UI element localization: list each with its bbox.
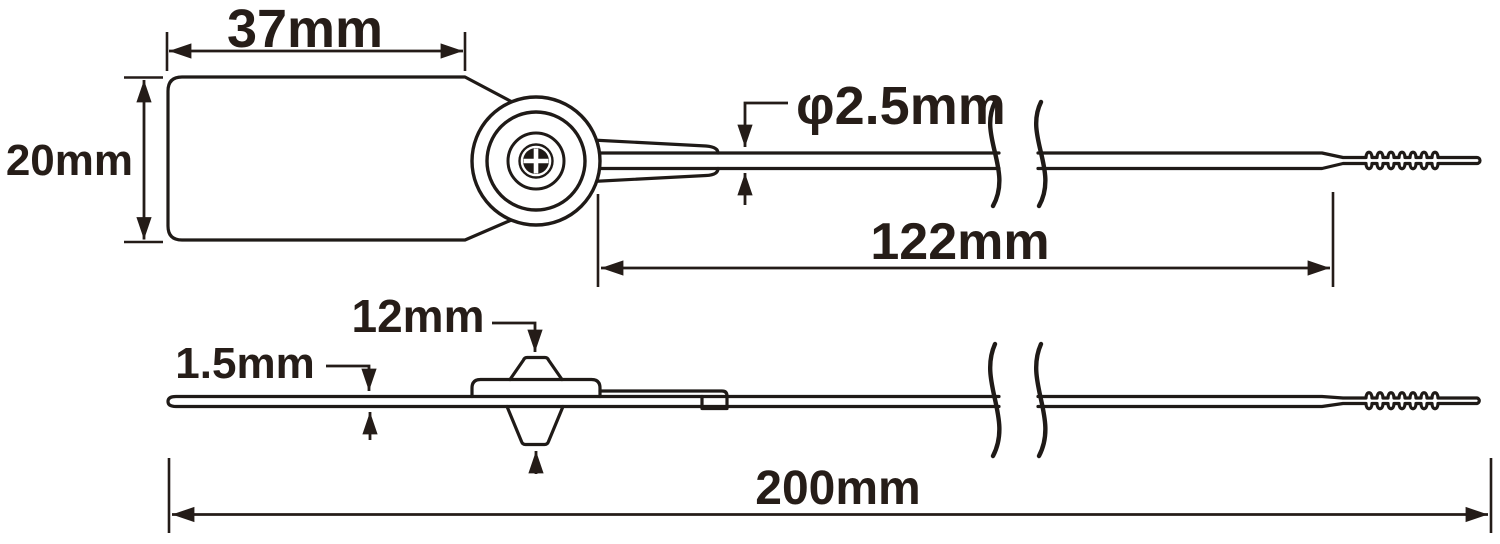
profile-strap-serrated-tip (1036, 391, 1481, 411)
insert-length-text: 122mm (870, 213, 1049, 271)
lock-head-inner-circle (506, 131, 566, 191)
side-view-seal (166, 341, 1481, 459)
dim-label-width: 37mm (165, 0, 467, 71)
break-mark-right (1034, 99, 1048, 209)
dim-total-length: 200mm (167, 458, 1493, 533)
dim-200-extension-lines (167, 458, 1493, 533)
dim-strap-diameter: φ2.5mm (737, 76, 1006, 205)
total-length-text: 200mm (755, 462, 920, 515)
profile-lock-base (470, 377, 602, 399)
profile-break-mark-right (1034, 341, 1048, 459)
dim-insert-length: 122mm (596, 192, 1335, 287)
dim-phi-leader-top (737, 101, 788, 147)
top-view-seal (166, 75, 1482, 242)
locking-pin-cross-icon (523, 148, 549, 174)
strap-thickness-text: 1.5mm (175, 339, 314, 388)
label-height-text: 20mm (6, 136, 133, 185)
dim-lock-height: 12mm (352, 290, 544, 474)
lock-head-middle-circle (485, 110, 587, 212)
dim-122-extension-lines (596, 192, 1335, 287)
strap-sleeve-top-edge (590, 138, 720, 155)
lock-head (470, 95, 602, 227)
break-mark-left (988, 99, 1002, 209)
strap-serrated-tip (1036, 150, 1482, 171)
locking-pin-ring (518, 143, 554, 179)
dim-12-leader-top (492, 321, 543, 352)
dim-15-leader-top (326, 364, 377, 391)
dim-20-extension-ticks (124, 76, 163, 244)
profile-catch-tab (700, 394, 729, 411)
lock-height-text: 12mm (352, 290, 485, 342)
dim-label-height: 20mm (6, 76, 163, 244)
profile-lock-wedge-bottom (505, 404, 565, 447)
profile-break-mark-left (988, 341, 1002, 459)
strap-diameter-text: φ2.5mm (796, 76, 1006, 136)
label-width-text: 37mm (227, 0, 383, 59)
dim-37-extension-lines (165, 32, 467, 71)
profile-lock-knob-top (508, 355, 564, 382)
tag-label-outline (166, 75, 518, 242)
strap-sleeve-bottom-edge (590, 166, 720, 184)
profile-strap-left (166, 394, 1001, 409)
dim-strap-thickness: 1.5mm (175, 339, 378, 440)
